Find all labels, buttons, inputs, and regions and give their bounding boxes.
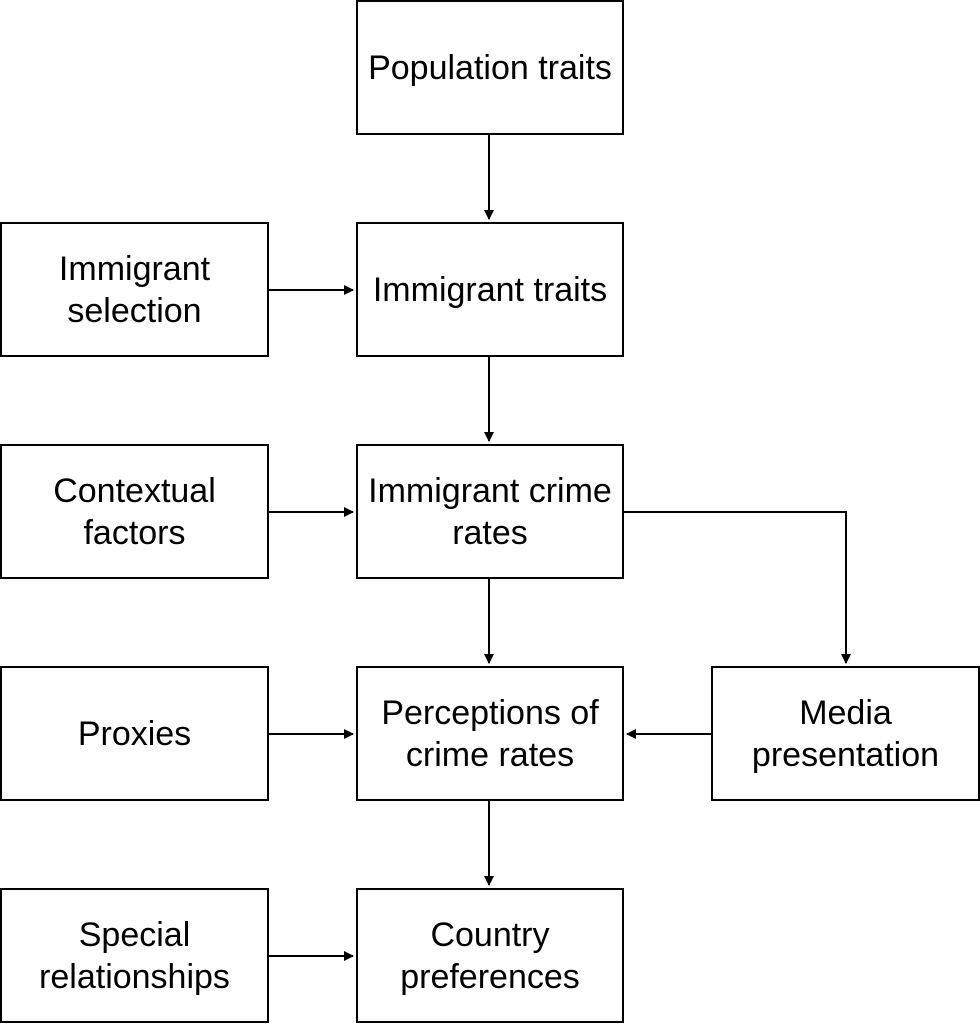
node-label-line: Population traits: [368, 48, 612, 87]
node-label-line: Proxies: [77, 714, 192, 753]
node-label: Proxies: [78, 713, 191, 755]
node-label-line: Immigrant traits: [372, 270, 608, 309]
node-special-relationships: Special relationships: [0, 888, 269, 1023]
node-label-line: Immigrant crime: [368, 471, 612, 510]
node-label-line: preferences: [400, 957, 580, 996]
node-label: Special relationships: [39, 914, 230, 998]
node-label: Population traits: [368, 47, 612, 89]
node-label-line: relationships: [39, 957, 230, 996]
node-contextual-factors: Contextual factors: [0, 444, 269, 579]
node-label: Media presentation: [752, 692, 939, 776]
node-label-line: presentation: [751, 735, 940, 774]
node-label: Immigrant traits: [373, 269, 607, 311]
node-label-line: Contextual: [53, 471, 216, 510]
node-media-presentation: Media presentation: [711, 666, 980, 801]
node-label-line: rates: [452, 513, 528, 552]
node-label-line: selection: [67, 291, 202, 330]
node-label-line: Immigrant: [58, 249, 211, 288]
node-label: Country preferences: [400, 914, 580, 998]
node-immigrant-selection: Immigrant selection: [0, 222, 269, 357]
node-label-line: Special: [78, 915, 191, 954]
node-label: Perceptions of crime rates: [381, 692, 598, 776]
node-immigrant-crime-rates: Immigrant crime rates: [356, 444, 624, 579]
node-immigrant-traits: Immigrant traits: [356, 222, 624, 357]
node-label-line: crime rates: [405, 735, 575, 774]
node-label-line: factors: [83, 513, 186, 552]
node-label: Immigrant crime rates: [368, 470, 612, 554]
node-label-line: Media: [799, 693, 892, 732]
node-proxies: Proxies: [0, 666, 269, 801]
node-population-traits: Population traits: [356, 0, 624, 135]
node-label: Immigrant selection: [59, 248, 210, 332]
node-label-line: Perceptions of: [381, 693, 599, 732]
edge-crime-to-media: [624, 511, 851, 664]
node-perceptions-of-crime-rates: Perceptions of crime rates: [356, 666, 624, 801]
node-label: Contextual factors: [53, 470, 216, 554]
node-label-line: Country: [430, 915, 550, 954]
node-country-preferences: Country preferences: [356, 888, 624, 1023]
